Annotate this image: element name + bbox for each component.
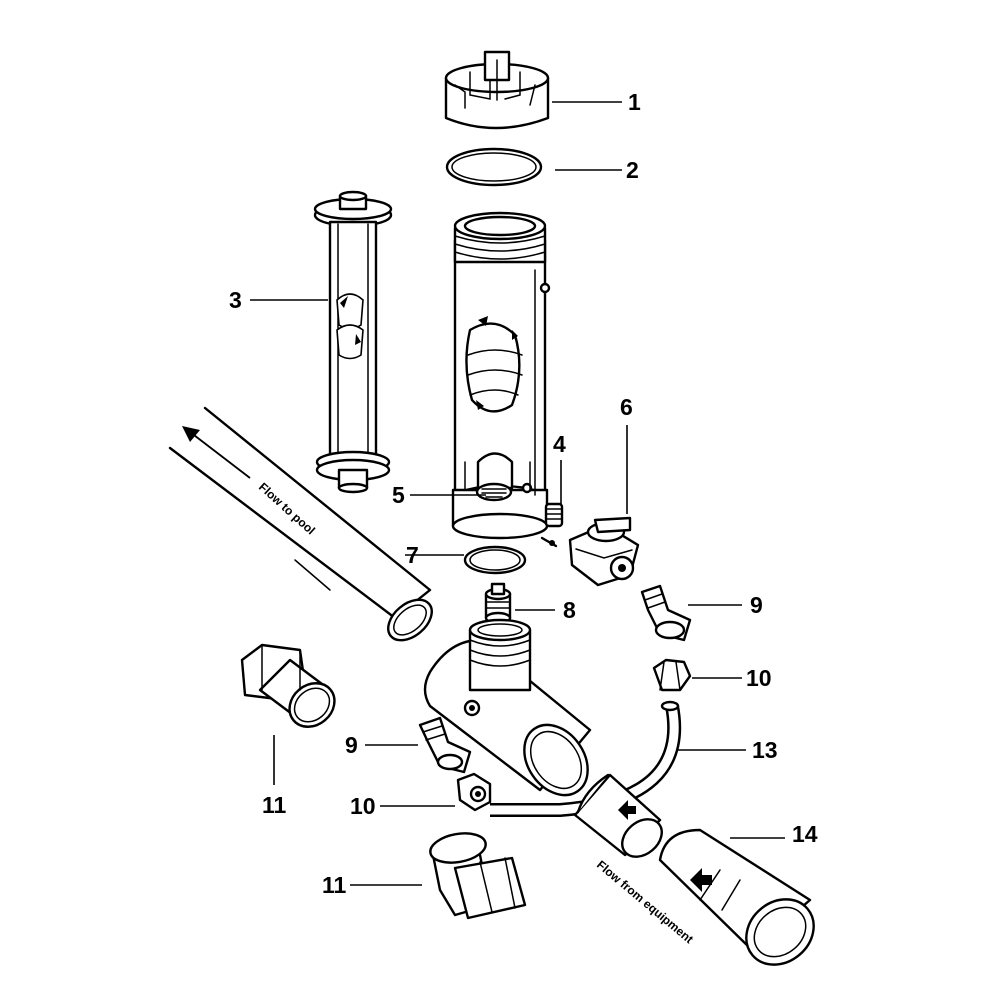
callout-3: 3 <box>229 287 242 313</box>
part-3-cartridge <box>313 190 393 494</box>
feeder-body <box>451 211 551 540</box>
callout-9-right: 9 <box>750 592 763 618</box>
part-6-control-valve <box>568 516 640 587</box>
part-10-nut-left <box>456 772 492 812</box>
pipe-to-pool <box>168 406 433 642</box>
callout-2: 2 <box>626 157 639 183</box>
part-13-tube <box>490 700 682 817</box>
part-7-o-ring <box>463 545 527 575</box>
part-4-screw <box>540 502 564 548</box>
callout-numbers: 1 2 3 4 5 6 7 8 9 9 10 10 11 11 13 14 <box>229 89 818 898</box>
callout-5: 5 <box>392 482 405 508</box>
part-11-bushing-upper <box>240 643 336 728</box>
callout-1: 1 <box>628 89 641 115</box>
callout-11-upper: 11 <box>262 792 287 818</box>
part-9-elbow-right <box>640 584 692 642</box>
part-8-check-valve <box>484 582 512 625</box>
part-2-o-ring <box>445 147 543 187</box>
callout-8: 8 <box>563 597 576 623</box>
part-9-elbow-left <box>418 716 472 774</box>
pipe-from-equipment <box>573 773 663 858</box>
leader-lines <box>250 101 785 886</box>
callout-4: 4 <box>553 431 566 457</box>
callout-13: 13 <box>752 737 778 763</box>
callout-14: 14 <box>792 821 818 847</box>
part-10-nut-right <box>652 658 692 692</box>
callout-7: 7 <box>406 542 419 568</box>
callout-10-left: 10 <box>350 793 376 819</box>
part-1-lid <box>444 50 550 130</box>
part-11-bushing-lower <box>429 832 527 920</box>
part-14-union <box>658 828 815 966</box>
callout-10-right: 10 <box>746 665 772 691</box>
tee-housing <box>423 618 592 797</box>
callout-9-left: 9 <box>345 732 358 758</box>
callout-6: 6 <box>620 394 633 420</box>
callout-11-lower: 11 <box>322 872 347 898</box>
